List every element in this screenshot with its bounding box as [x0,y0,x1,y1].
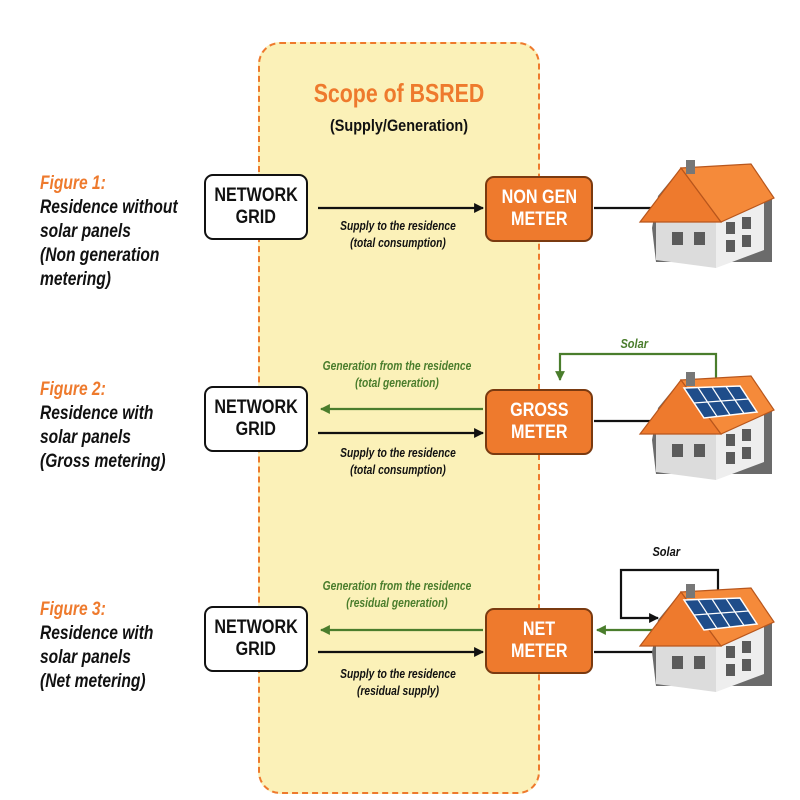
figure-2-number: Figure 2: [40,379,106,400]
figure-2-desc-line: solar panels [40,427,131,448]
figure-1-desc-line: metering) [40,269,111,290]
figure-2-network-grid-box: NETWORK GRID [204,386,308,452]
figure-2-supply-label: Supply to the residence (total consumpti… [332,445,463,479]
supply-label-line: Supply to the residence [340,667,456,681]
figure-2-meter-box: GROSS METER [485,389,593,455]
supply-label-line: Supply to the residence [340,446,456,460]
grid-label-line: GRID [235,639,277,660]
grid-label-line: NETWORK [214,185,298,206]
figure-3-desc-line: Residence with [40,623,154,644]
figure-3-network-grid-box: NETWORK GRID [204,606,308,672]
figure-1-desc-line: (Non generation [40,245,160,266]
grid-label-line: GRID [235,207,277,228]
meter-label-line: METER [510,641,568,662]
meter-label-line: NON GEN [501,187,577,208]
generation-label-line: (residual generation) [346,596,448,610]
figure-1-desc-line: solar panels [40,221,131,242]
figure-3-desc-line: solar panels [40,647,131,668]
supply-label-line: (total consumption) [350,463,446,477]
figure-1-network-grid-box: NETWORK GRID [204,174,308,240]
generation-label-line: Generation from the residence [322,579,472,593]
generation-label-line: (total generation) [355,376,439,390]
meter-label-line: METER [510,209,568,230]
meter-label-line: METER [510,422,568,443]
grid-label-line: NETWORK [214,397,298,418]
figure-1-supply-label: Supply to the residence (total consumpti… [332,218,463,252]
figure-3-caption: Figure 3: Residence with solar panels (N… [40,598,196,694]
figure-1-caption: Figure 1: Residence without solar panels… [40,172,196,292]
grid-label-line: GRID [235,419,277,440]
house-icon [638,160,775,268]
figure-3-desc-line: (Net metering) [40,671,146,692]
figure-2-solar-label: Solar [620,336,649,351]
figure-3-generation-label: Generation from the residence (residual … [319,578,475,612]
figure-1-meter-box: NON GEN METER [485,176,593,242]
supply-label-line: (total consumption) [350,236,446,250]
figure-3-number: Figure 3: [40,599,106,620]
figure-2-desc-line: (Gross metering) [40,451,166,472]
scope-title: Scope of BSRED [313,78,485,108]
figure-2-solar-loop-arrow-icon [555,352,718,390]
meter-label-line: GROSS [509,400,569,421]
solar-house-icon [638,372,775,480]
figure-2-caption: Figure 2: Residence with solar panels (G… [40,378,196,474]
supply-label-line: (residual supply) [356,684,440,698]
meter-label-line: NET [522,619,556,640]
figure-3-supply-label: Supply to the residence (residual supply… [332,666,463,700]
figure-2-desc-line: Residence with [40,403,154,424]
grid-label-line: NETWORK [214,617,298,638]
figure-3-meter-box: NET METER [485,608,593,674]
figure-1-number: Figure 1: [40,173,106,194]
figure-2-generation-label: Generation from the residence (total gen… [319,358,475,392]
scope-subtitle: (Supply/Generation) [329,116,469,135]
figure-1-desc-line: Residence without [40,197,178,218]
solar-house-icon [638,584,775,692]
generation-label-line: Generation from the residence [322,359,472,373]
figure-3-solar-loop-arrow-icon [619,568,720,623]
supply-label-line: Supply to the residence [340,219,456,233]
figure-3-solar-label: Solar [652,544,681,559]
